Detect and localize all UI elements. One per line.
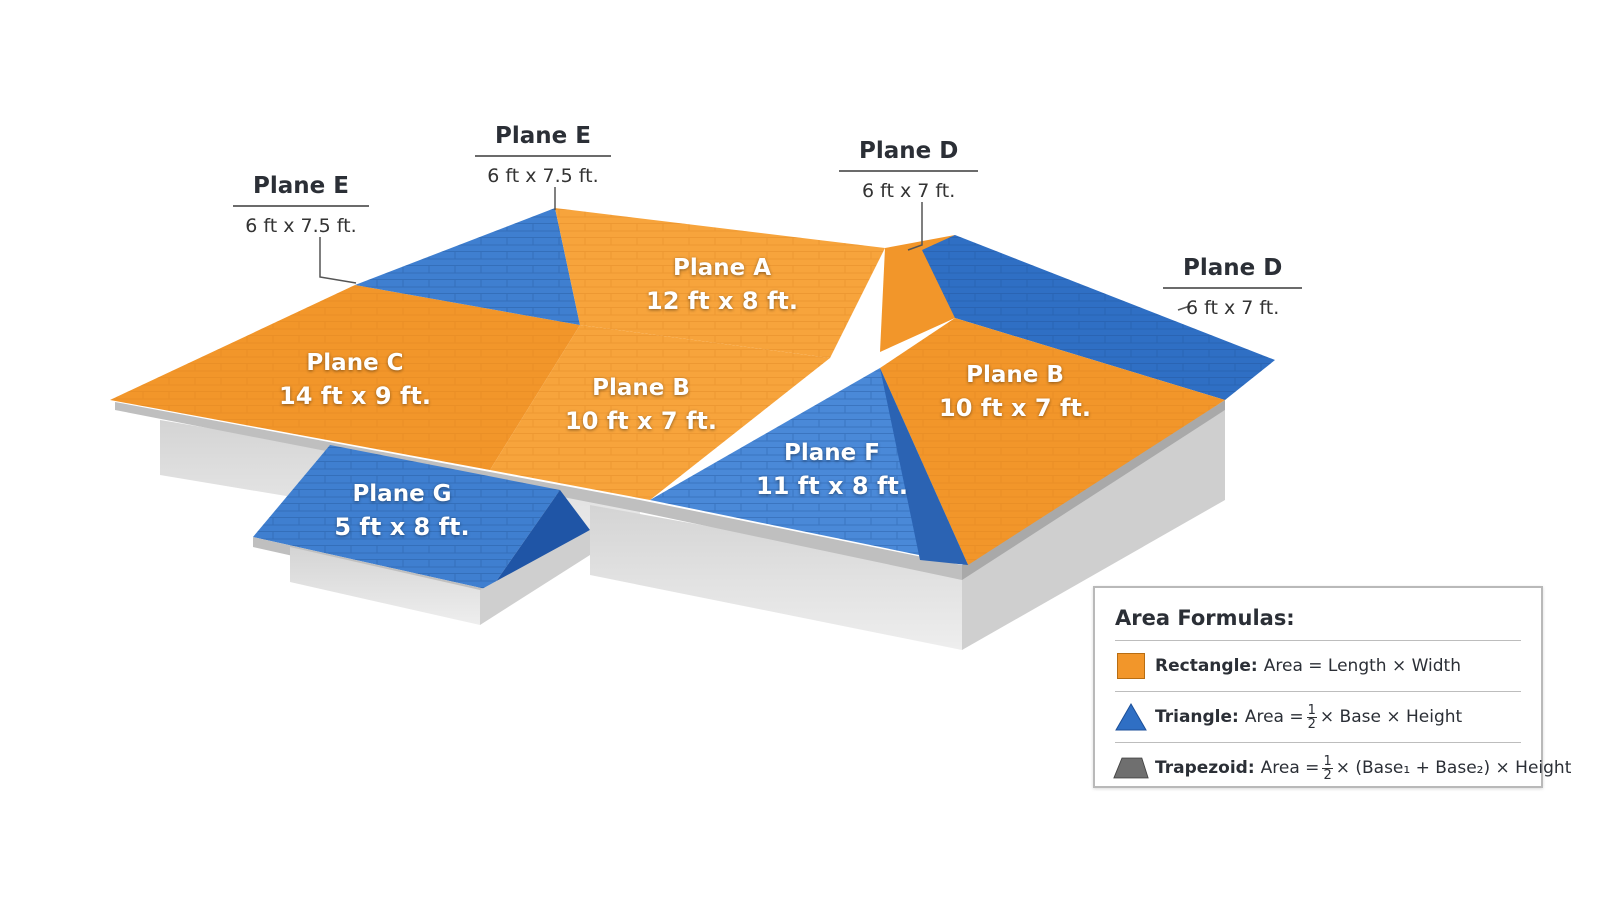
fraction-one-half: 1 2 [1322, 753, 1333, 783]
plane-name: Plane B [966, 362, 1064, 388]
plane-dims: 10 ft x 7 ft. [565, 407, 717, 435]
plane-dims: 5 ft x 8 ft. [334, 513, 470, 541]
plane-name: Plane B [592, 375, 690, 401]
triangle-formula: × Base × Height [1319, 707, 1463, 727]
rectangle-icon [1113, 651, 1149, 681]
callout-plane-d-top: Plane D 6 ft x 7 ft. [839, 138, 979, 202]
label-plane-b-right: Plane B 10 ft x 7 ft. [939, 359, 1091, 425]
legend-divider [1115, 742, 1521, 743]
label-plane-a: Plane A 12 ft x 8 ft. [646, 252, 798, 318]
callout-dims: 6 ft x 7 ft. [839, 170, 979, 202]
callout-dims: 6 ft x 7.5 ft. [475, 155, 611, 187]
label-plane-g: Plane G 5 ft x 8 ft. [334, 478, 469, 544]
eave-right [962, 400, 1225, 580]
dormer-walls [253, 530, 590, 625]
trapezoid-icon [1113, 753, 1149, 783]
leader-d-right [1177, 305, 1191, 311]
callout-plane-e-left: Plane E 6 ft x 7.5 ft. [233, 173, 369, 237]
label-plane-c: Plane C 14 ft x 9 ft. [279, 347, 431, 413]
fraction-one-half: 1 2 [1306, 702, 1317, 732]
triangle-name: Triangle: [1155, 707, 1239, 727]
triangle-prefix: Area = [1244, 707, 1304, 727]
callout-dims: 6 ft x 7 ft. [1163, 287, 1303, 319]
plane-dims: 10 ft x 7 ft. [939, 394, 1091, 422]
plane-name: Plane C [306, 350, 404, 376]
plane-name: Plane G [352, 481, 452, 507]
roof-planes [110, 208, 1275, 590]
leader-d-top [907, 202, 923, 251]
trapezoid-formula: × (Base₁ + Base₂) × Height [1335, 758, 1572, 778]
plane-dims: 12 ft x 8 ft. [646, 287, 798, 315]
callout-plane-d-right: Plane D 6 ft x 7 ft. [1163, 255, 1303, 319]
legend-row-trapezoid: Trapezoid: Area = 1 2 × (Base₁ + Base₂) … [1095, 743, 1571, 793]
wall-front [590, 505, 962, 650]
trapezoid-name: Trapezoid: [1155, 758, 1255, 778]
callout-title: Plane E [253, 173, 349, 199]
callout-title: Plane D [859, 138, 959, 164]
legend-divider [1115, 691, 1521, 692]
legend-title: Area Formulas: [1115, 606, 1295, 630]
area-formulas-legend: Area Formulas: Rectangle: Area = Length … [1093, 586, 1571, 788]
plane-dims: 14 ft x 9 ft. [279, 382, 431, 410]
callout-title: Plane D [1183, 255, 1283, 281]
wall-right [962, 410, 1225, 650]
plane-name: Plane F [784, 440, 880, 466]
plane-name: Plane A [672, 255, 772, 281]
callout-title: Plane E [495, 123, 591, 149]
leader-e-left [319, 237, 357, 284]
label-plane-f: Plane F 11 ft x 8 ft. [756, 437, 908, 503]
plane-dims: 11 ft x 8 ft. [756, 472, 908, 500]
trapezoid-prefix: Area = [1260, 758, 1320, 778]
callout-leaders [319, 187, 1191, 311]
callout-dims: 6 ft x 7.5 ft. [233, 205, 369, 237]
rectangle-name: Rectangle: [1155, 656, 1258, 676]
legend-row-rectangle: Rectangle: Area = Length × Width [1095, 641, 1541, 691]
triangle-icon [1113, 702, 1149, 732]
callout-plane-e-top: Plane E 6 ft x 7.5 ft. [475, 123, 611, 187]
legend-divider [1115, 640, 1521, 641]
label-plane-b-center: Plane B 10 ft x 7 ft. [565, 372, 717, 438]
rectangle-formula: Area = Length × Width [1263, 656, 1461, 676]
legend-row-triangle: Triangle: Area = 1 2 × Base × Height [1095, 692, 1541, 742]
